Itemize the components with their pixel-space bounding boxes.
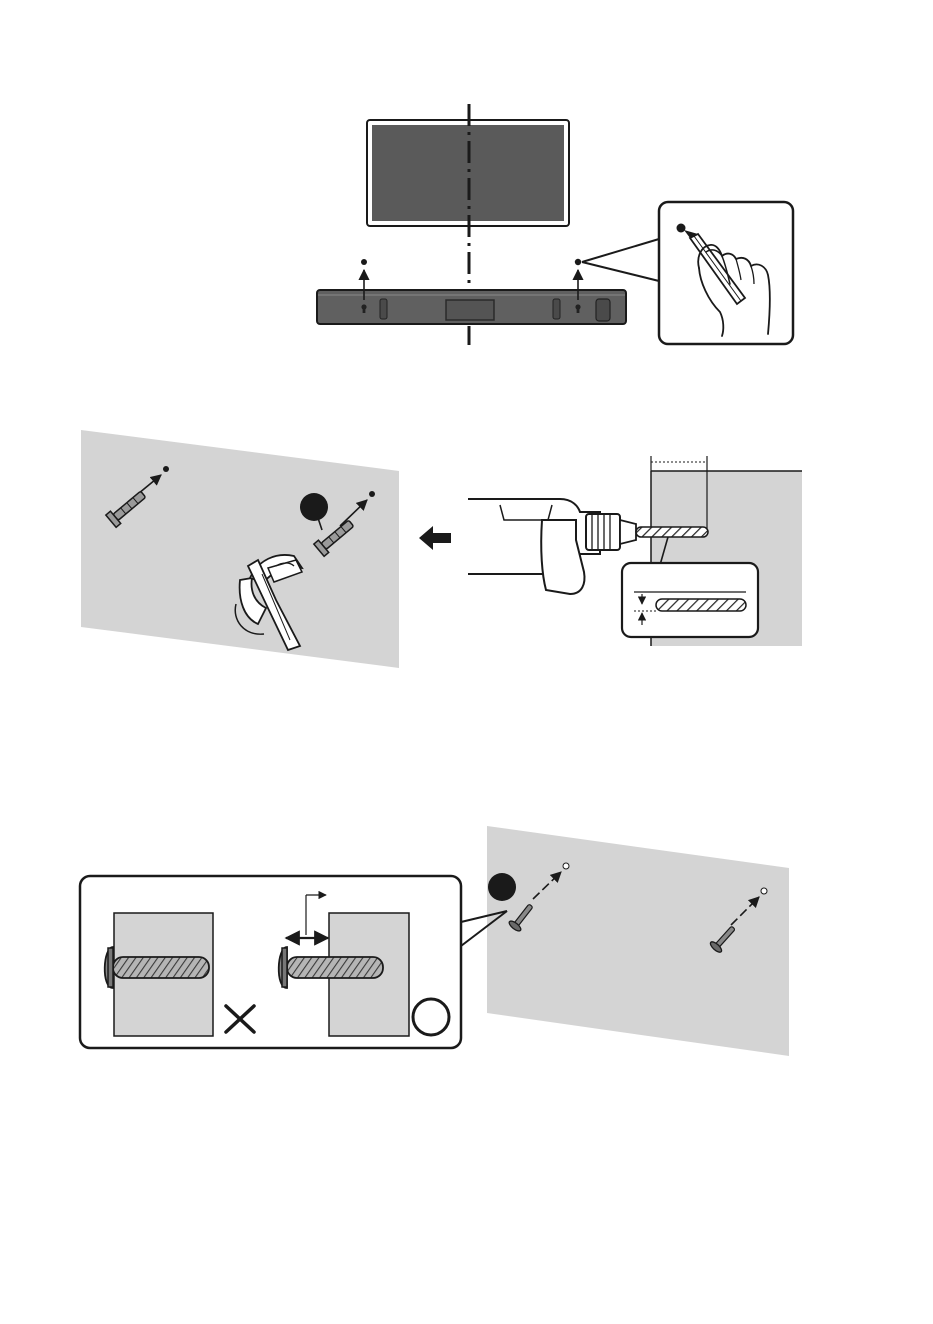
panel-mark-holes bbox=[317, 104, 793, 345]
soundbar-port bbox=[596, 299, 610, 321]
hole-dot-2 bbox=[369, 491, 375, 497]
screw-hole-2 bbox=[761, 888, 767, 894]
callout-badge-screw bbox=[488, 873, 516, 901]
soundbar-slot-right bbox=[553, 299, 560, 319]
drill-bit bbox=[636, 527, 708, 537]
screw-hole-1 bbox=[563, 863, 569, 869]
callout-pointer-bottom bbox=[582, 262, 659, 281]
screw-shaft-incorrect bbox=[113, 957, 209, 978]
panel-fasten-screws bbox=[80, 826, 789, 1056]
soundbar-center-notch bbox=[446, 300, 494, 320]
pencil-mark-dot bbox=[677, 224, 686, 233]
hole-dot-1 bbox=[163, 466, 169, 472]
panel-drill-and-anchor bbox=[81, 430, 802, 668]
callout-pointer-top bbox=[582, 239, 659, 262]
wall-left bbox=[81, 430, 399, 668]
wall-screws bbox=[487, 826, 789, 1056]
pencil-callout bbox=[659, 202, 793, 344]
screw-shaft-correct bbox=[287, 957, 383, 978]
mark-dot-right bbox=[575, 259, 581, 265]
mark-dot-left bbox=[361, 259, 367, 265]
soundbar-slot-left bbox=[380, 299, 387, 319]
screw-comparison-callout bbox=[80, 876, 461, 1048]
drill-bit-callout bbox=[622, 563, 758, 637]
arrow-left-icon bbox=[419, 526, 451, 550]
tv bbox=[367, 120, 569, 226]
